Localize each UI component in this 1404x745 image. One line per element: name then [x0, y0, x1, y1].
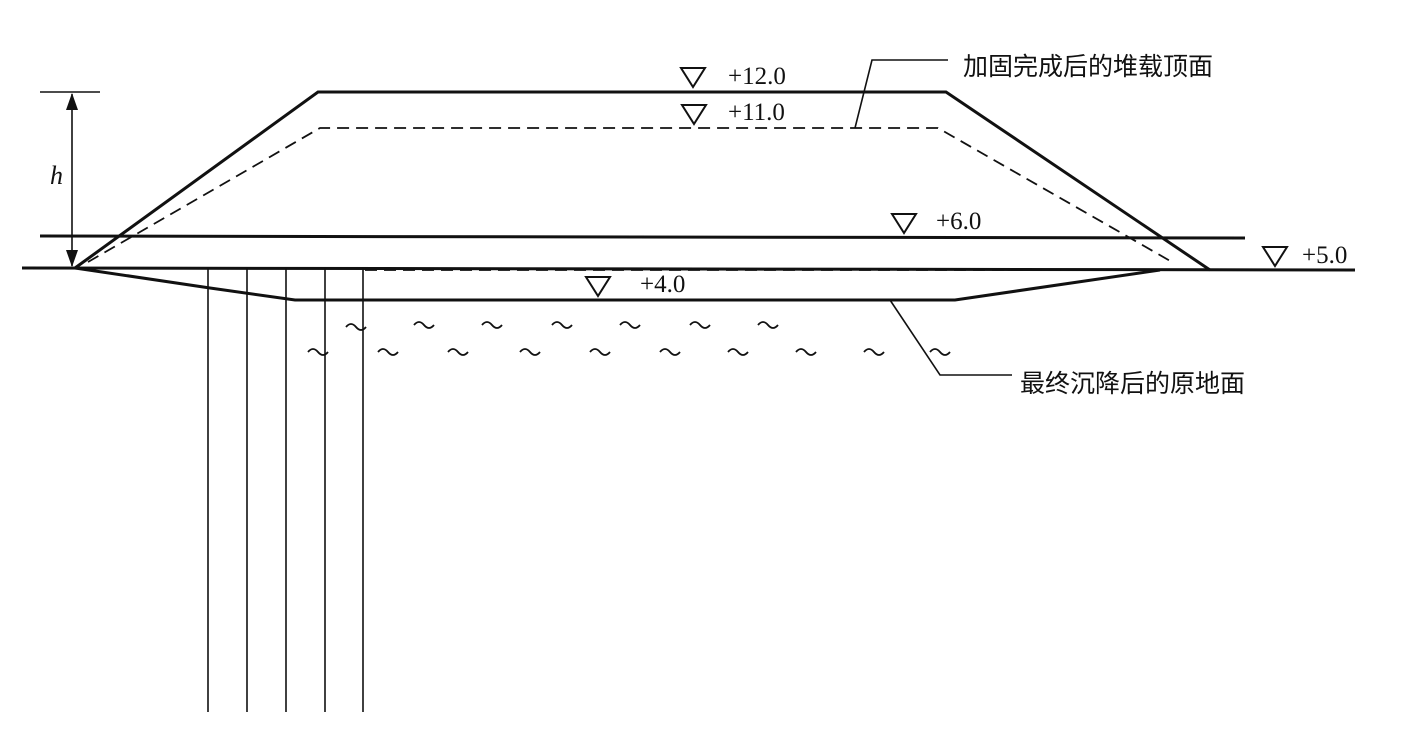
wave-mark: [345, 323, 367, 331]
final-embankment-outline: [74, 90, 1211, 272]
elevation-label-6: +6.0: [936, 208, 981, 235]
wave-mark: [863, 348, 885, 356]
wave-mark: [481, 321, 503, 329]
wave-mark: [727, 348, 749, 356]
wave-mark: [619, 321, 641, 329]
elevation-marker-11: [680, 104, 708, 126]
settled-ground-line: [74, 266, 1161, 302]
wave-mark: [447, 348, 469, 356]
wave-mark: [757, 321, 779, 329]
wave-mark: [929, 348, 951, 356]
wave-mark: [659, 348, 681, 356]
elevation-label-4: +4.0: [640, 271, 685, 298]
soft-soil-wave-marks: [307, 321, 951, 356]
initial-embankment-outline: [87, 127, 1173, 263]
wave-mark: [551, 321, 573, 329]
elevation-label-12: +12.0: [728, 63, 786, 90]
elevation-marker-6: [890, 213, 918, 235]
settled-surface-annotation: 最终沉降后的原地面: [1020, 369, 1245, 398]
elevation-label-5: +5.0: [1302, 242, 1347, 269]
elevation-marker-5: [1261, 246, 1289, 268]
final-surface-leader: [854, 59, 948, 129]
elevation-label-11: +11.0: [728, 99, 785, 126]
wave-mark: [377, 348, 399, 356]
elevation-marker-4: [584, 276, 612, 298]
final-surface-annotation: 加固完成后的堆载顶面: [963, 52, 1213, 81]
wave-mark: [519, 348, 541, 356]
height-arrow-up: [66, 93, 78, 110]
elevation-marker-12: [679, 67, 707, 89]
height-arrow-down: [66, 250, 78, 267]
wave-mark: [413, 321, 435, 329]
wave-mark: [307, 348, 329, 356]
height-symbol: h: [50, 161, 63, 190]
wave-mark: [795, 348, 817, 356]
wave-mark: [689, 321, 711, 329]
wave-mark: [589, 348, 611, 356]
fill-level-line: [39, 234, 1246, 240]
settled-surface-leader: [889, 299, 1012, 376]
